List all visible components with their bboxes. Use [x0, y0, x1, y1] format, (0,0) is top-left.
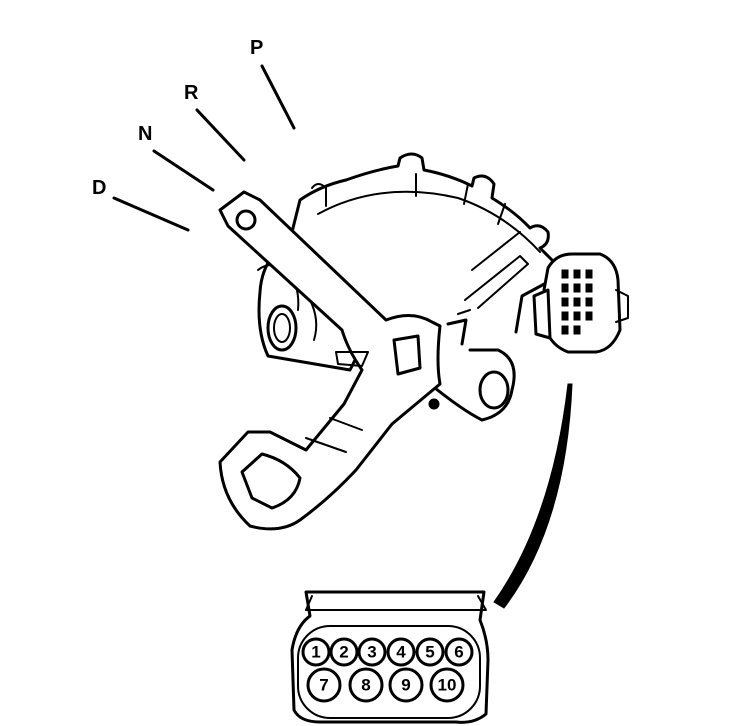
- pin-label-10: 10: [438, 676, 457, 695]
- position-label-n: N: [138, 123, 152, 145]
- position-label-r: R: [184, 82, 199, 104]
- mount-hole-right: [478, 370, 510, 410]
- lever-pivot-hole: [235, 209, 257, 231]
- pin-row-bottom: 7 8 9 10: [306, 667, 465, 703]
- position-label-d: D: [92, 177, 106, 199]
- leader-line-d: [112, 196, 190, 232]
- pin-label-6: 6: [454, 643, 463, 662]
- lever-end-slot: [240, 452, 302, 510]
- pin-4: [386, 637, 416, 667]
- rivet: [428, 398, 440, 410]
- pin-label-2: 2: [339, 643, 348, 662]
- leader-line-p: [260, 64, 296, 130]
- pin-1: [301, 637, 331, 667]
- pin-6: [444, 637, 474, 667]
- pin-label-5: 5: [425, 643, 434, 662]
- pin-3: [357, 637, 387, 667]
- pin-5: [415, 637, 445, 667]
- position-label-p: P: [250, 37, 263, 59]
- pin-8: [348, 667, 384, 703]
- leader-line-n: [152, 149, 215, 192]
- shift-lever: [218, 190, 442, 531]
- pin-9: [388, 667, 424, 703]
- callout-pointer: [493, 383, 573, 609]
- pin-label-3: 3: [367, 643, 376, 662]
- leader-line-r: [195, 108, 246, 162]
- connector-terminal-grid: [561, 269, 593, 335]
- pin-10: [429, 667, 465, 703]
- switch-connector: [532, 252, 629, 354]
- pin-2: [329, 637, 359, 667]
- connector-face-view: 1 2 3 4 5 6 7 8 9 10: [290, 590, 490, 724]
- pin-label-4: 4: [396, 643, 406, 662]
- pin-row-top: 1 2 3 4 5 6: [301, 637, 474, 667]
- pin-label-9: 9: [401, 676, 410, 695]
- mount-hole-left: [266, 304, 298, 352]
- lever-hub-slot: [392, 334, 422, 376]
- pin-label-7: 7: [319, 676, 328, 695]
- pin-7: [306, 667, 342, 703]
- pin-label-1: 1: [311, 643, 320, 662]
- pin-label-8: 8: [361, 676, 370, 695]
- position-labels: P R N D: [92, 37, 296, 232]
